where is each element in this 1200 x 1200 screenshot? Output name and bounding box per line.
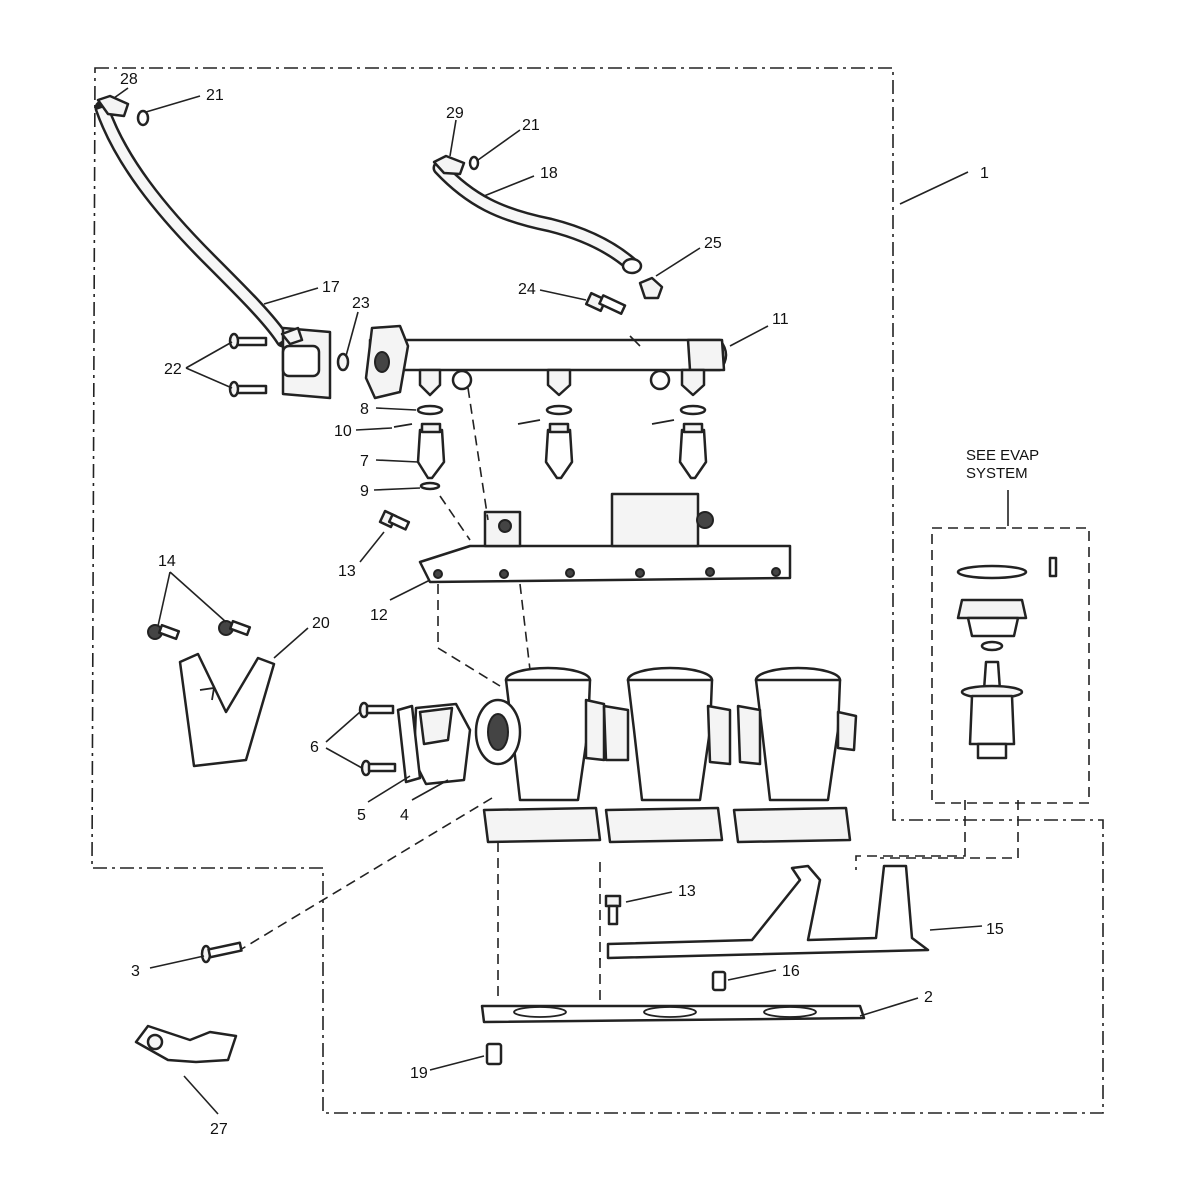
elbow-4 [412, 702, 472, 786]
callout-8: 8 [360, 401, 369, 418]
throttle-body-right [732, 666, 858, 844]
evap-purge-valve [956, 556, 1058, 760]
callout-15: 15 [986, 921, 1004, 938]
evap-system-boundary [931, 527, 1090, 804]
alignment-line [880, 800, 1019, 859]
dowel-16 [711, 970, 727, 992]
screw-6-lower [360, 759, 397, 777]
fuel-rail-11 [364, 324, 728, 400]
callout-21-left: 21 [206, 87, 224, 104]
callout-6: 6 [310, 739, 319, 756]
callout-14: 14 [158, 553, 176, 570]
sleeve-19 [485, 1042, 503, 1066]
callout-12: 12 [370, 607, 388, 624]
gasket-5 [396, 704, 422, 784]
callout-22: 22 [164, 361, 182, 378]
o-ring-21-right [468, 155, 480, 171]
evap-note-line1: SEE EVAP [966, 447, 1039, 464]
bracket-15 [606, 864, 930, 960]
bolt-14-right [218, 619, 252, 637]
screw-3 [200, 941, 243, 964]
callout-9: 9 [360, 483, 369, 500]
o-ring-21-left [136, 109, 150, 127]
callout-28: 28 [120, 71, 138, 88]
callout-10: 10 [334, 423, 352, 440]
fuel-line-18 [432, 154, 643, 275]
bracket-20 [178, 652, 276, 768]
screw-22-upper [228, 332, 268, 350]
throttle-body-center [602, 666, 732, 844]
callout-13-upper: 13 [338, 563, 356, 580]
callout-27: 27 [210, 1121, 228, 1138]
alignment-line [467, 387, 489, 521]
callout-13-lower: 13 [678, 883, 696, 900]
callout-23: 23 [352, 295, 370, 312]
screw-6-upper [358, 701, 395, 719]
fuel-injector-right [651, 404, 708, 480]
alignment-line [439, 495, 471, 541]
alignment-line [519, 583, 531, 671]
callout-3: 3 [131, 963, 140, 980]
callout-16: 16 [782, 963, 800, 980]
callout-1: 1 [980, 165, 989, 182]
callout-24: 24 [518, 281, 536, 298]
manifold-gasket-2 [480, 1004, 866, 1024]
callout-labels: 1 2 3 4 5 6 7 8 9 10 11 12 13 13 14 15 1… [120, 71, 1004, 1138]
assembly-boundary [91, 67, 1104, 1114]
callout-5: 5 [357, 807, 366, 824]
callout-4: 4 [400, 807, 409, 824]
callout-25: 25 [704, 235, 722, 252]
evap-note-line2: SYSTEM [966, 465, 1028, 482]
fitting-25 [638, 276, 664, 300]
callout-18: 18 [540, 165, 558, 182]
bolt-13-upper [378, 509, 411, 531]
leader-lines [113, 87, 1009, 1115]
throttle-body-left [474, 666, 606, 844]
injector-bracket-12 [418, 492, 792, 584]
bolt-14-left [147, 623, 181, 641]
alignment-line [855, 800, 966, 870]
callout-21-right: 21 [522, 117, 540, 134]
fuel-line-17 [94, 94, 291, 348]
bracket-27 [134, 1024, 238, 1064]
fuel-injector-center [517, 404, 574, 480]
callout-7: 7 [360, 453, 369, 470]
pressure-regulator [280, 326, 350, 400]
fuel-injector-7-left [393, 404, 446, 491]
callout-19: 19 [410, 1065, 428, 1082]
callout-20: 20 [312, 615, 330, 632]
bolt-24 [584, 291, 627, 315]
callout-17: 17 [322, 279, 340, 296]
callout-11: 11 [772, 311, 789, 328]
callout-2: 2 [924, 989, 933, 1006]
callout-29: 29 [446, 105, 464, 122]
alignment-line [239, 797, 493, 951]
bolt-13-lower [604, 894, 622, 926]
screw-22-lower [228, 380, 268, 398]
alignment-line [437, 584, 501, 687]
